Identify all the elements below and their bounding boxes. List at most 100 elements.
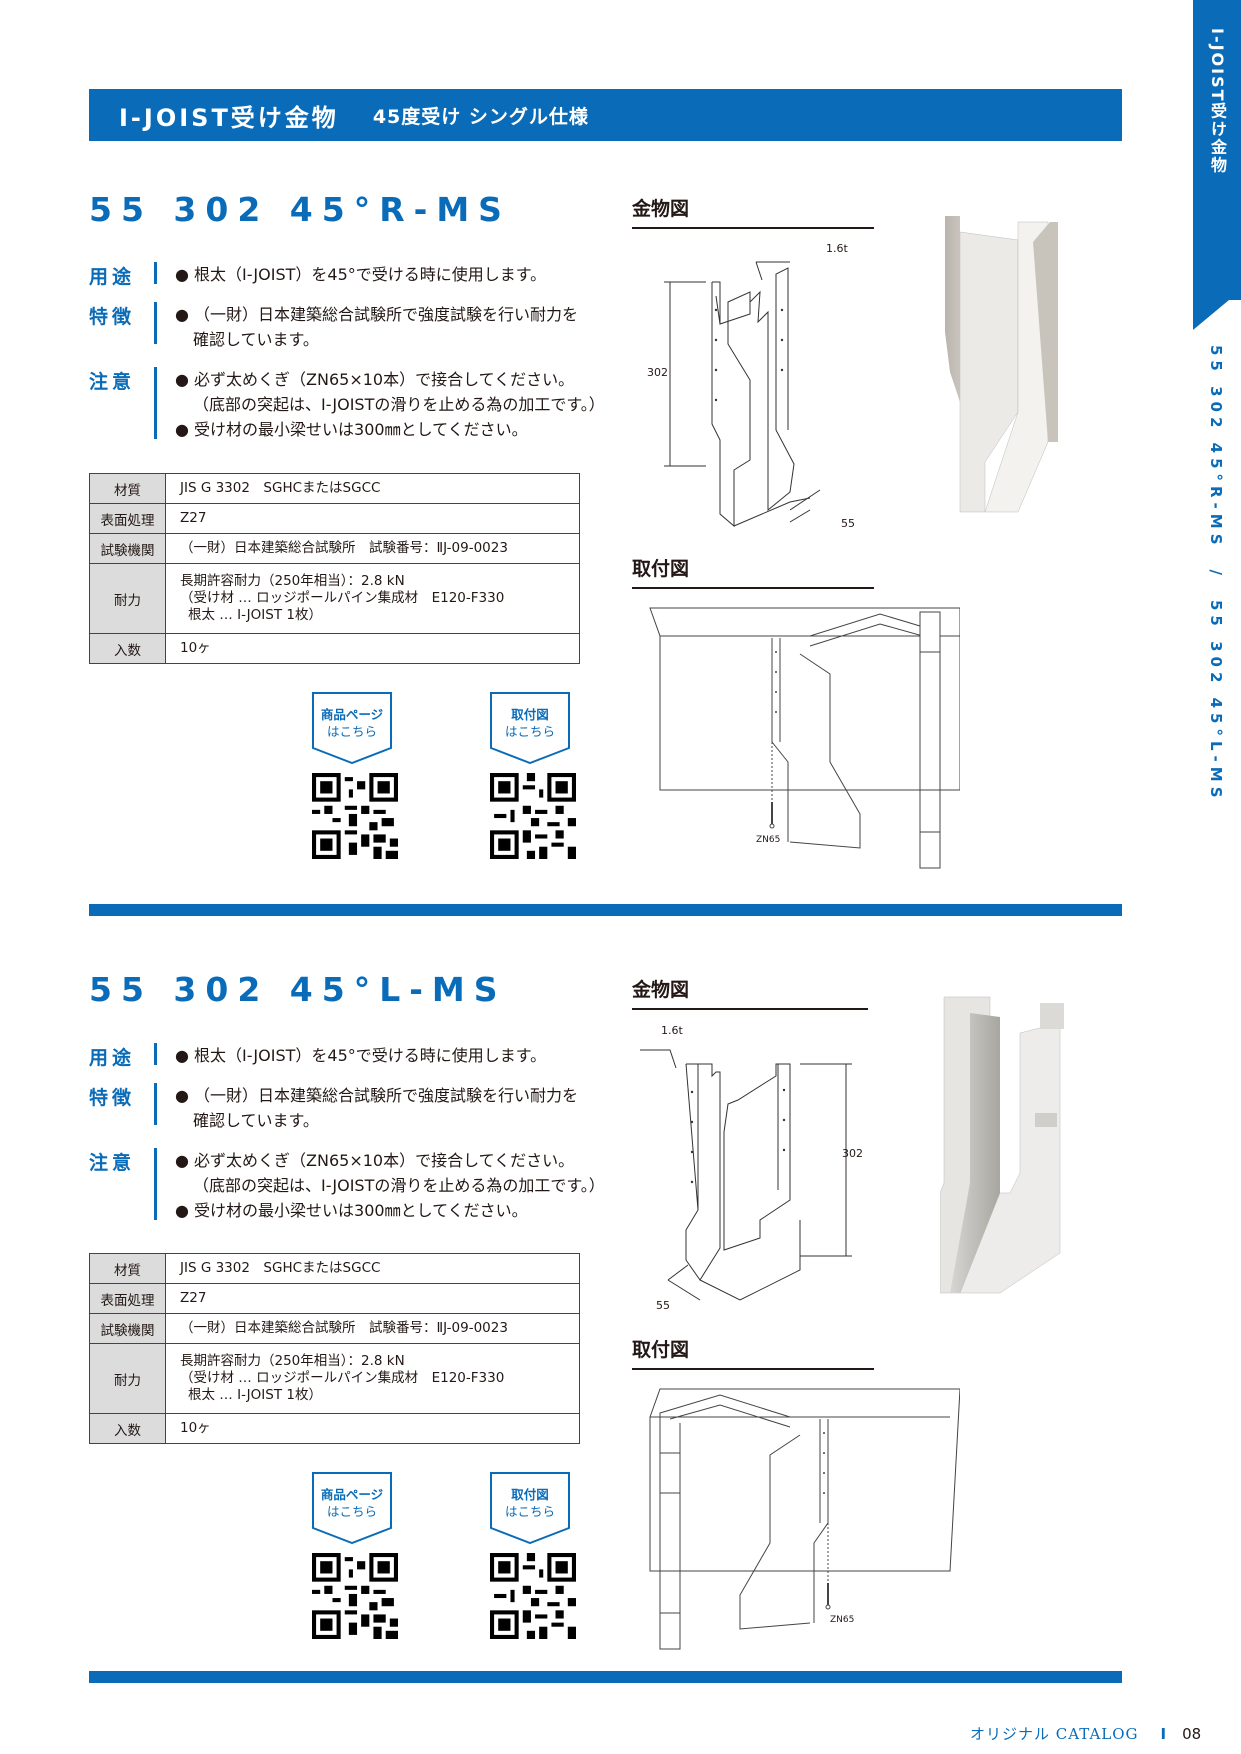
spec-key: 材質 — [89, 473, 166, 504]
spec-key: 耐力 — [89, 563, 166, 634]
table-row: 耐力長期許容耐力（250年相当）：2.8 kN（受け材 … ロッジポールパイン集… — [89, 563, 580, 634]
side-tab-corner — [1193, 290, 1241, 330]
caution-text-line: （底部の突起は、I-JOISTの滑りを止める為の加工です。） — [193, 1176, 605, 1195]
installation-line-drawing — [649, 607, 960, 869]
side-tab-label: I-JOIST受け金物 — [1208, 28, 1227, 175]
caution-text-line: ● 受け材の最小梁せいは300㎜としてください。 — [175, 420, 528, 439]
spec-value: 長期許容耐力（250年相当）：2.8 kN（受け材 … ロッジポールパイン集成材… — [165, 1343, 580, 1414]
usage-label: 用途 — [89, 1047, 136, 1069]
hardware-drawing-heading: 金物図 — [632, 194, 874, 229]
spec-key: 材質 — [89, 1253, 166, 1284]
table-row: 試験機関（一財）日本建築総合試験所 試験番号：ⅡJ-09-0023 — [89, 533, 580, 564]
product-photo — [945, 216, 1058, 513]
pentagon-badge-icon — [490, 1472, 570, 1544]
strength-line: （受け材 … ロッジポールパイン集成材 E120-F330 — [180, 1370, 505, 1386]
height-dimension: 302 — [647, 366, 668, 379]
label-bar — [154, 367, 157, 439]
feature-text-line: 確認しています。 — [193, 330, 319, 349]
spec-key: 試験機関 — [89, 533, 166, 564]
catalog-label: オリジナル CATALOG — [970, 1725, 1139, 1743]
table-row: 試験機関（一財）日本建築総合試験所 試験番号：ⅡJ-09-0023 — [89, 1313, 580, 1344]
label-bar — [154, 1043, 157, 1065]
spec-value: 10ヶ — [165, 633, 580, 664]
link-label: 商品ページ — [320, 1487, 384, 1502]
thickness-dimension: 1.6t — [826, 242, 848, 255]
link-label: はこちら — [504, 724, 555, 739]
link-label: 商品ページ — [320, 707, 384, 722]
feature-label: 特徴 — [89, 306, 136, 328]
link-label: はこちら — [326, 1504, 377, 1519]
page-subtitle: 45度受け シングル仕様 — [372, 105, 589, 128]
install-drawing-link[interactable]: 取付図はこちら — [490, 1472, 570, 1544]
caution-text-line: （底部の突起は、I-JOISTの滑りを止める為の加工です。） — [193, 395, 605, 414]
qr-code-icon[interactable] — [490, 1553, 576, 1639]
link-label: はこちら — [504, 1504, 555, 1519]
page-number: 08 — [1182, 1724, 1202, 1743]
hardware-line-drawing — [640, 1049, 852, 1301]
model-title: 55 302 45°L-MS — [89, 970, 507, 1009]
spec-key: 表面処理 — [89, 1283, 166, 1314]
label-bar — [154, 302, 157, 344]
caution-text-line: ● 必ず太めくぎ（ZN65×10本）で接合してください。 — [175, 1151, 575, 1170]
caution-row: 注意 ● 必ず太めくぎ（ZN65×10本）で接合してください。 （底部の突起は、… — [89, 1148, 605, 1223]
side-model-list: 55 302 45°R-MS / 55 302 45°L-MS — [1207, 345, 1225, 803]
nail-label: ZN65 — [830, 1615, 855, 1625]
feature-text-line: ● （一財）日本建築総合試験所で強度試験を行い耐力を — [175, 305, 579, 324]
spec-key: 表面処理 — [89, 503, 166, 534]
qr-code-icon[interactable] — [490, 773, 576, 859]
page-footer: オリジナル CATALOG I 08 — [970, 1723, 1201, 1744]
spec-value: JIS G 3302 SGHCまたはSGCC — [165, 473, 580, 504]
label-bar — [154, 1148, 157, 1220]
usage-row: 用途 ● 根太（I-JOIST）を45°で受ける時に使用します。 — [89, 1043, 546, 1071]
qr-code-icon[interactable] — [312, 1553, 398, 1639]
link-label: はこちら — [326, 724, 377, 739]
usage-text: ● 根太（I-JOIST）を45°で受ける時に使用します。 — [175, 1046, 547, 1065]
section-divider — [89, 904, 1122, 916]
bottom-divider — [89, 1671, 1122, 1683]
table-row: 耐力長期許容耐力（250年相当）：2.8 kN（受け材 … ロッジポールパイン集… — [89, 1343, 580, 1414]
feature-row: 特徴 ● （一財）日本建築総合試験所で強度試験を行い耐力を 確認しています。 — [89, 302, 578, 352]
product-page-link[interactable]: 商品ページはこちら — [312, 692, 392, 764]
feature-label: 特徴 — [89, 1087, 136, 1109]
qr-code-icon[interactable] — [312, 773, 398, 859]
spec-value: JIS G 3302 SGHCまたはSGCC — [165, 1253, 580, 1284]
pentagon-badge-icon — [490, 692, 570, 764]
page-header: I-JOIST受け金物 45度受け シングル仕様 — [89, 89, 1122, 141]
feature-text-line: 確認しています。 — [193, 1111, 319, 1130]
usage-text: ● 根太（I-JOIST）を45°で受ける時に使用します。 — [175, 265, 547, 284]
spec-key: 耐力 — [89, 1343, 166, 1414]
installation-drawing-heading: 取付図 — [632, 554, 874, 589]
spec-value: （一財）日本建築総合試験所 試験番号：ⅡJ-09-0023 — [165, 533, 580, 564]
label-bar — [154, 262, 157, 284]
spec-value: Z27 — [165, 1283, 580, 1314]
label-bar — [154, 1083, 157, 1125]
spec-value: 長期許容耐力（250年相当）：2.8 kN（受け材 … ロッジポールパイン集成材… — [165, 563, 580, 634]
strength-line: 根太 … I-JOIST 1枚） — [188, 607, 322, 623]
feature-row: 特徴 ● （一財）日本建築総合試験所で強度試験を行い耐力を 確認しています。 — [89, 1083, 578, 1133]
install-drawing-link[interactable]: 取付図はこちら — [490, 692, 570, 764]
strength-line: 長期許容耐力（250年相当）：2.8 kN — [180, 573, 405, 589]
usage-row: 用途 ● 根太（I-JOIST）を45°で受ける時に使用します。 — [89, 262, 546, 290]
caution-row: 注意 ● 必ず太めくぎ（ZN65×10本）で接合してください。 （底部の突起は、… — [89, 367, 605, 442]
spec-value: （一財）日本建築総合試験所 試験番号：ⅡJ-09-0023 — [165, 1313, 580, 1344]
pentagon-badge-icon — [312, 692, 392, 764]
spec-value: 10ヶ — [165, 1413, 580, 1444]
thickness-dimension: 1.6t — [661, 1024, 683, 1037]
link-label: 取付図 — [511, 1487, 549, 1502]
strength-line: 根太 … I-JOIST 1枚） — [188, 1387, 322, 1403]
spec-key: 入数 — [89, 1413, 166, 1444]
hardware-line-drawing — [664, 261, 821, 528]
width-dimension: 55 — [841, 517, 855, 530]
strength-line: 長期許容耐力（250年相当）：2.8 kN — [180, 1353, 405, 1369]
installation-line-drawing — [649, 1388, 960, 1650]
usage-label: 用途 — [89, 266, 136, 288]
side-category-tab — [1193, 0, 1241, 300]
hardware-drawing-heading: 金物図 — [632, 975, 868, 1010]
product-page-link[interactable]: 商品ページはこちら — [312, 1472, 392, 1544]
